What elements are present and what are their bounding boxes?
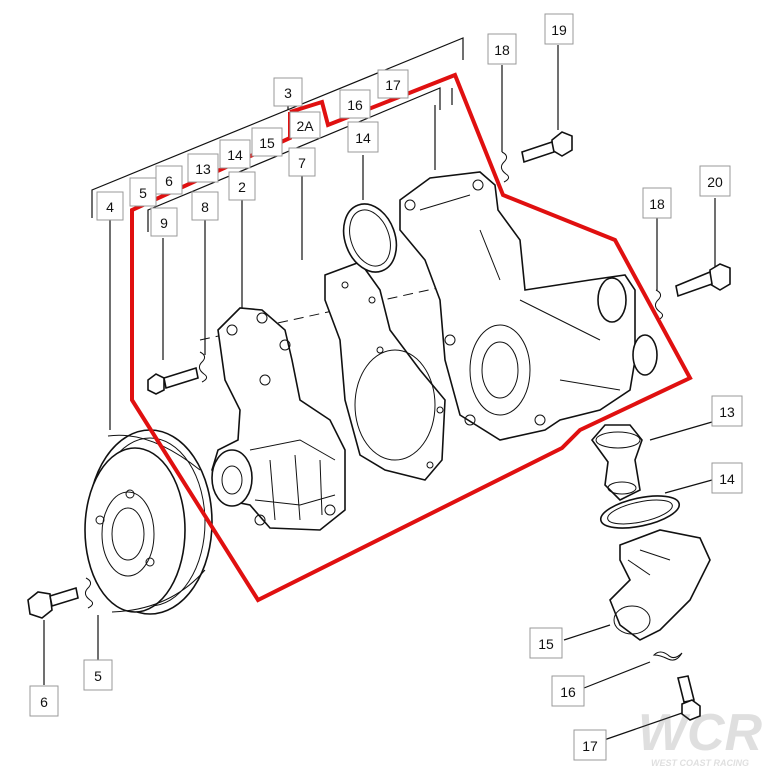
watermark-logo-mark: WCR bbox=[638, 704, 763, 762]
pulley bbox=[84, 429, 213, 615]
callout-box-7 bbox=[288, 147, 316, 177]
callout-box-6a bbox=[155, 165, 183, 195]
callout-box-2 bbox=[228, 171, 256, 201]
callout-box-4 bbox=[96, 191, 124, 221]
callout-box-5b bbox=[83, 659, 113, 691]
callout-box-15a bbox=[251, 127, 283, 157]
bolt-20 bbox=[675, 263, 731, 298]
callout-box-18b bbox=[642, 187, 672, 219]
callout-box-3 bbox=[273, 77, 303, 107]
callout-box-19 bbox=[544, 13, 574, 45]
callout-19: 19 bbox=[551, 22, 567, 38]
callout-5-upper: 5 bbox=[139, 185, 147, 201]
bolt-6 bbox=[27, 586, 79, 619]
callout-8: 8 bbox=[201, 199, 209, 215]
bolt-19 bbox=[521, 131, 573, 164]
water-pump-body bbox=[211, 307, 346, 531]
bolt-17 bbox=[677, 675, 701, 721]
callout-box-15b bbox=[529, 627, 563, 659]
callout-3: 3 bbox=[284, 85, 292, 101]
callout-6-bolt: 6 bbox=[40, 694, 48, 710]
callout-box-17b bbox=[573, 729, 607, 761]
thermostat bbox=[590, 424, 643, 501]
callout-box-14c bbox=[711, 462, 743, 494]
callout-4: 4 bbox=[106, 199, 114, 215]
callout-2: 2 bbox=[238, 179, 246, 195]
washer-8 bbox=[198, 351, 208, 383]
callout-box-13a bbox=[187, 153, 219, 183]
callout-box-16b bbox=[551, 675, 585, 707]
callout-20: 20 bbox=[707, 174, 723, 190]
pump-housing bbox=[399, 171, 658, 441]
callout-17-upper: 17 bbox=[385, 77, 401, 93]
washer-5 bbox=[84, 577, 94, 609]
callout-18-lower: 18 bbox=[649, 196, 665, 212]
callout-box-14a bbox=[219, 139, 251, 169]
callout-box-20 bbox=[699, 165, 731, 197]
callout-box-5a bbox=[129, 177, 157, 207]
callout-16-upper: 16 bbox=[347, 97, 363, 113]
washer-18-lower bbox=[654, 289, 664, 321]
callout-18-upper: 18 bbox=[494, 42, 510, 58]
callout-17-bolt: 17 bbox=[582, 738, 598, 754]
callout-6-upper: 6 bbox=[165, 173, 173, 189]
callout-13-thermostat: 13 bbox=[719, 404, 735, 420]
watermark-text: WEST COAST RACING bbox=[651, 758, 749, 768]
callout-box-18a bbox=[487, 33, 517, 65]
o-ring-upper bbox=[342, 203, 398, 273]
callout-14-thermostat-oring: 14 bbox=[719, 471, 735, 487]
callout-box-16a bbox=[339, 89, 371, 119]
callout-labels: 19 18 20 18 3 17 16 2A 14 15 13 6 5 4 9 … bbox=[29, 13, 743, 761]
callout-5-washer: 5 bbox=[94, 668, 102, 684]
callout-2a: 2A bbox=[296, 118, 314, 134]
callout-box-14b bbox=[347, 121, 379, 153]
callout-16-washer: 16 bbox=[560, 684, 576, 700]
thermostat-cover bbox=[609, 529, 711, 641]
washer-18-upper bbox=[500, 151, 510, 183]
o-ring-thermostat bbox=[599, 495, 681, 529]
callout-box-13b bbox=[711, 395, 743, 427]
callout-14-upper: 14 bbox=[227, 147, 243, 163]
pump-gasket bbox=[324, 261, 446, 481]
watermark-logo: WCR WEST COAST RACING bbox=[638, 704, 763, 768]
callout-box-2a bbox=[289, 111, 321, 139]
callout-15-upper: 15 bbox=[259, 135, 275, 151]
callout-box-8 bbox=[191, 191, 219, 221]
bolt-9 bbox=[147, 366, 199, 395]
callout-9: 9 bbox=[160, 215, 168, 231]
callout-13-upper: 13 bbox=[195, 161, 211, 177]
callout-15-cover: 15 bbox=[538, 636, 554, 652]
callout-box-6b bbox=[29, 685, 59, 717]
callout-box-9 bbox=[150, 207, 178, 237]
callout-7: 7 bbox=[298, 155, 306, 171]
callout-14-oring: 14 bbox=[355, 130, 371, 146]
callout-box-17a bbox=[377, 69, 409, 99]
washer-16 bbox=[652, 651, 683, 661]
